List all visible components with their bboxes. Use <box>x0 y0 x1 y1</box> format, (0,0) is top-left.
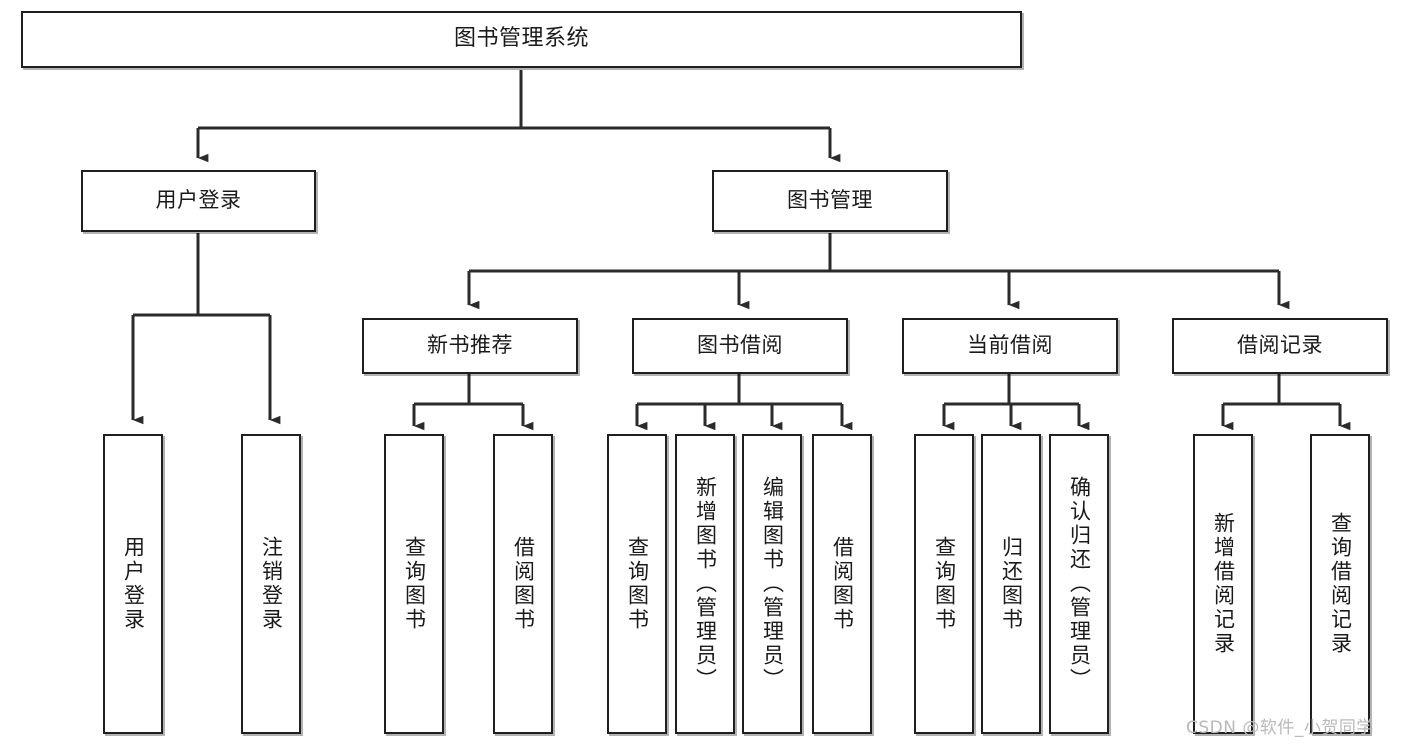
leaf-user-login-signin[interactable]: 用户登录 <box>103 434 163 734</box>
node-label: 查询借阅记录 <box>1328 512 1353 656</box>
leaf-new-book-query-books[interactable]: 查询图书 <box>384 434 444 734</box>
leaf-book-borrow-borrow-books[interactable]: 借阅图书 <box>812 434 872 734</box>
node-new-book-recommendation[interactable]: 新书推荐 <box>362 318 578 374</box>
node-label: 新增图书（管理员） <box>693 476 718 692</box>
node-book-management[interactable]: 图书管理 <box>712 170 948 232</box>
leaf-current-borrow-confirm-return-admin[interactable]: 确认归还（管理员） <box>1049 434 1109 734</box>
node-label: 注销登录 <box>259 536 284 632</box>
node-label: 借阅图书 <box>830 536 855 632</box>
node-label: 用户登录 <box>121 536 146 632</box>
node-root-book-management-system[interactable]: 图书管理系统 <box>21 11 1022 68</box>
node-user-login[interactable]: 用户登录 <box>81 170 316 232</box>
node-label: 图书借阅 <box>697 333 783 358</box>
leaf-borrow-record-add-record[interactable]: 新增借阅记录 <box>1193 434 1253 734</box>
node-label: 编辑图书（管理员） <box>760 476 785 692</box>
node-label: 确认归还（管理员） <box>1067 476 1092 692</box>
node-book-borrow[interactable]: 图书借阅 <box>632 318 848 374</box>
leaf-current-borrow-query-books[interactable]: 查询图书 <box>914 434 974 734</box>
leaf-current-borrow-return-books[interactable]: 归还图书 <box>981 434 1041 734</box>
leaf-user-login-logout[interactable]: 注销登录 <box>241 434 301 734</box>
connector-lines <box>131 70 1351 431</box>
node-label: 图书管理系统 <box>453 26 589 52</box>
node-current-borrow[interactable]: 当前借阅 <box>902 318 1118 374</box>
node-label: 查询图书 <box>625 536 650 632</box>
node-label: 新书推荐 <box>427 333 513 358</box>
leaf-book-borrow-query-books[interactable]: 查询图书 <box>607 434 667 734</box>
node-label: 查询图书 <box>402 536 427 632</box>
node-label: 图书管理 <box>787 188 873 213</box>
node-borrow-record[interactable]: 借阅记录 <box>1172 318 1388 374</box>
node-label: 新增借阅记录 <box>1211 512 1236 656</box>
node-label: 用户登录 <box>155 188 242 213</box>
leaf-borrow-record-query-record[interactable]: 查询借阅记录 <box>1310 434 1370 734</box>
leaf-book-borrow-add-book-admin[interactable]: 新增图书（管理员） <box>675 434 735 734</box>
node-label: 借阅记录 <box>1237 333 1323 358</box>
leaf-book-borrow-edit-book-admin[interactable]: 编辑图书（管理员） <box>742 434 802 734</box>
node-label: 借阅图书 <box>511 536 536 632</box>
node-label: 归还图书 <box>999 536 1024 632</box>
node-label: 当前借阅 <box>967 333 1053 358</box>
leaf-new-book-borrow-books[interactable]: 借阅图书 <box>493 434 553 734</box>
node-label: 查询图书 <box>932 536 957 632</box>
